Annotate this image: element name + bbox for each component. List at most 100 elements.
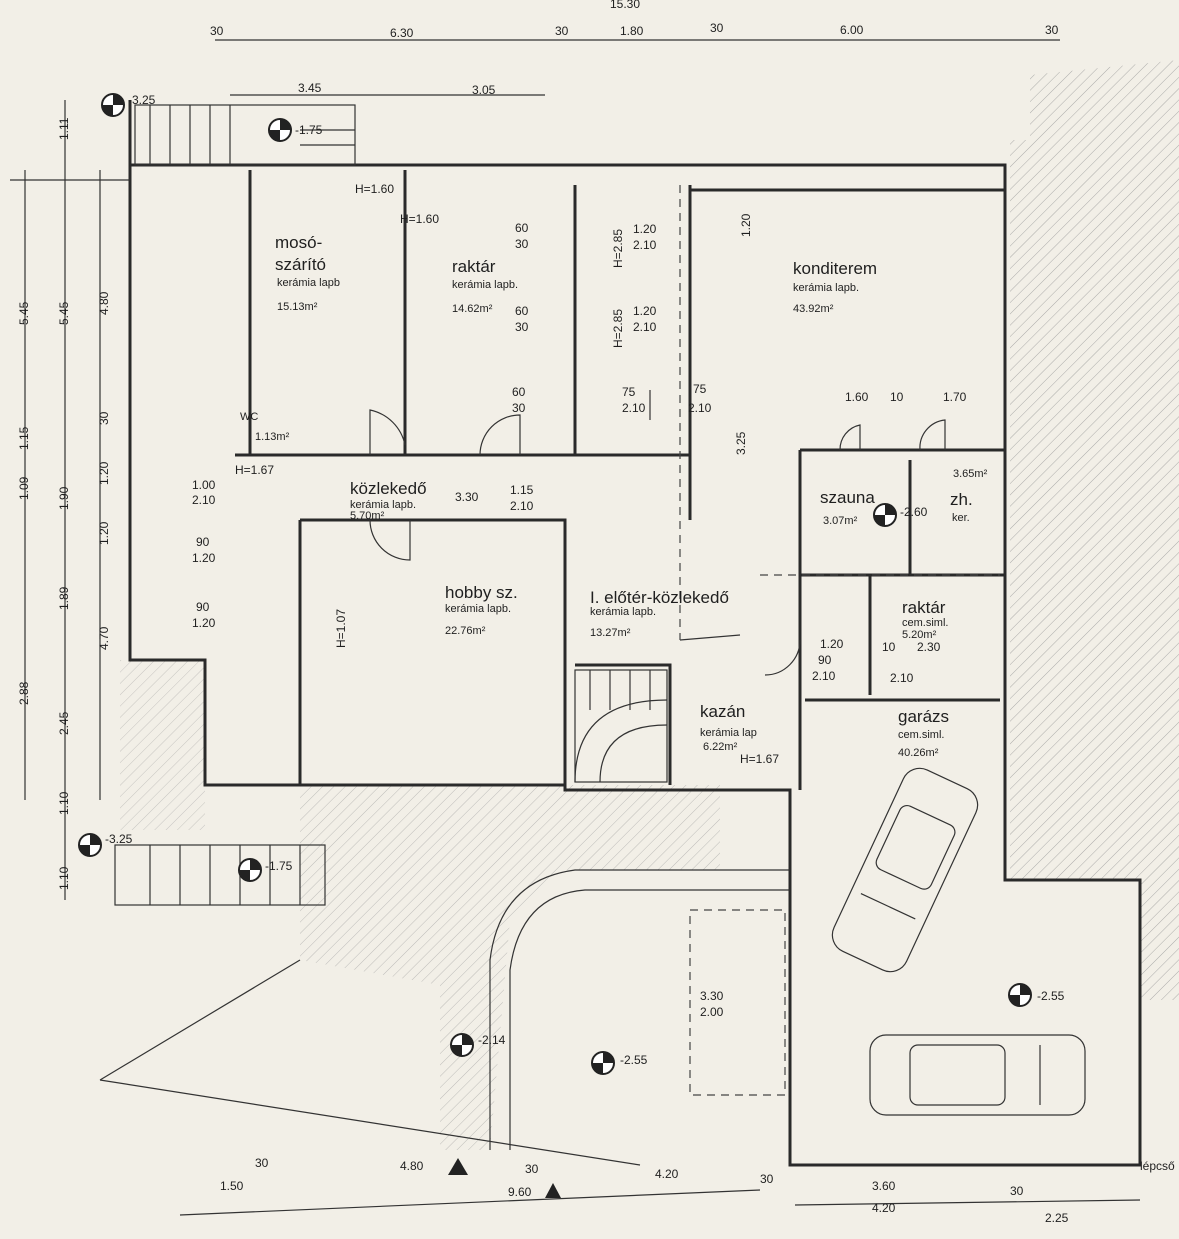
hatched-ground-bottom	[300, 785, 720, 1150]
opening-dim: 90	[196, 535, 210, 549]
room-konditerem-floor: kerámia lapb.	[793, 282, 859, 294]
dim-left: 5.45	[57, 301, 71, 325]
room-hobby-name: hobby sz.	[445, 583, 518, 602]
dim-left: 1.11	[57, 117, 71, 140]
room-moso-floor: kerámia lapb	[277, 277, 340, 289]
stairs-top	[134, 104, 356, 166]
height-note: H=1.60	[355, 182, 394, 196]
dim-top: 3.45	[298, 81, 322, 95]
opening-dim: 1.20	[633, 222, 657, 236]
height-note: H=1.67	[740, 752, 779, 766]
dim-top: 30	[555, 24, 569, 38]
opening-dim: 2.10	[192, 493, 216, 507]
dim-left: 1.20	[97, 461, 111, 485]
opening-dim: 90	[818, 653, 832, 667]
dim-top: 30	[1045, 23, 1059, 37]
room-hobby-floor: kerámia lapb.	[445, 603, 511, 615]
dim-left: 30	[97, 411, 111, 425]
dim-bottom: 9.60	[508, 1185, 532, 1199]
dim-bottom: 1.50	[220, 1179, 244, 1193]
hatched-ground-left	[120, 660, 205, 830]
level-marker	[450, 1033, 474, 1057]
dim-left: 1.15	[17, 426, 31, 450]
dim-top: 6.00	[840, 23, 864, 37]
level-label: -3.25	[105, 832, 133, 846]
room-raktar-2-area: 5.20m²	[902, 629, 937, 641]
level-marker	[1008, 983, 1032, 1007]
dim-bottom: 4.20	[872, 1201, 896, 1215]
level-marker	[591, 1051, 615, 1075]
opening-dim: 2.00	[700, 1005, 724, 1019]
dim-left: 2.88	[17, 681, 31, 705]
room-eloter-area: 13.27m²	[590, 627, 631, 639]
dim-top: 1.80	[620, 24, 644, 38]
height-note: H=1.67	[235, 463, 274, 477]
opening-dim: 2.10	[633, 320, 657, 334]
room-kozlekedo-name: közlekedő	[350, 479, 427, 498]
level-label: -2.55	[620, 1053, 648, 1067]
opening-dim: 30	[515, 320, 529, 334]
opening-dim: 2.10	[688, 401, 712, 415]
room-kozlekedo-area: 5.70m²	[350, 510, 385, 522]
room-kazan-area: 6.22m²	[703, 741, 738, 753]
dim-left: 5.45	[17, 301, 31, 325]
opening-dim: 1.60	[845, 390, 869, 404]
level-marker	[238, 858, 262, 882]
room-wc-area: 1.13m²	[255, 431, 290, 443]
room-kazan-name: kazán	[700, 702, 745, 721]
opening-dim: 90	[196, 600, 210, 614]
room-kazan-floor: kerámia lap	[700, 727, 757, 739]
dim-top: 15.30	[610, 0, 640, 11]
dim-top: 6.30	[390, 26, 414, 40]
triangle-marker	[448, 1158, 468, 1175]
opening-dim: 1.20	[192, 551, 216, 565]
opening-dim: 30	[512, 401, 526, 415]
opening-dim: 2.10	[633, 238, 657, 252]
dim-left: 4.70	[97, 626, 111, 650]
opening-dim: 1.70	[943, 390, 967, 404]
room-konditerem-area: 43.92m²	[793, 303, 834, 315]
dim-top: 30	[210, 24, 224, 38]
opening-dim: 30	[515, 237, 529, 251]
height-note: H=2.85	[611, 309, 625, 348]
opening-dim: 2.10	[812, 669, 836, 683]
level-label: -2.14	[478, 1033, 506, 1047]
dim-left: 1.10	[57, 866, 71, 890]
level-label: -2.55	[1037, 989, 1065, 1003]
dim-left: 4.80	[97, 291, 111, 315]
opening-dim: 1.20	[739, 213, 753, 237]
opening-dim: 1.20	[97, 521, 111, 545]
dim-left: 1.10	[57, 791, 71, 815]
opening-dim: 3.30	[700, 989, 724, 1003]
opening-dim: 60	[515, 221, 529, 235]
level-label: -2.60	[900, 505, 928, 519]
room-moso-name-2: szárító	[275, 255, 326, 274]
dim-left: 2.45	[57, 711, 71, 735]
opening-dim: 2.10	[510, 499, 534, 513]
dim-bottom: 30	[1010, 1184, 1024, 1198]
dim-bottom: 2.25	[1045, 1211, 1069, 1225]
opening-dim: 1.20	[633, 304, 657, 318]
level-marker	[873, 503, 897, 527]
doors	[369, 390, 946, 676]
dimension-lines	[10, 39, 1060, 900]
opening-dim: 10	[890, 390, 904, 404]
dim-top: 3.05	[472, 83, 496, 97]
level-label: -1.75	[265, 859, 293, 873]
room-zh-area: 3.65m²	[953, 468, 988, 480]
height-note: H=2.85	[611, 229, 625, 268]
room-garazs-floor: cem.siml.	[898, 729, 944, 741]
opening-dim: 3.25	[734, 431, 748, 455]
room-raktar-name: raktár	[452, 257, 496, 276]
room-raktar-2-floor: cem.siml.	[902, 617, 948, 629]
room-moso-name-1: mosó-	[275, 233, 322, 252]
dim-bottom: 30	[525, 1162, 539, 1176]
room-garazs-area: 40.26m²	[898, 747, 939, 759]
opening-dim: 75	[693, 382, 707, 396]
hatched-ground-right	[1010, 60, 1179, 1000]
stairs-bottom-left	[114, 844, 326, 906]
dim-bottom: 30	[255, 1156, 269, 1170]
driveway	[99, 869, 1141, 1216]
room-eloter-floor: kerámia lapb.	[590, 606, 656, 618]
corner-label: lépcső	[1140, 1159, 1175, 1173]
